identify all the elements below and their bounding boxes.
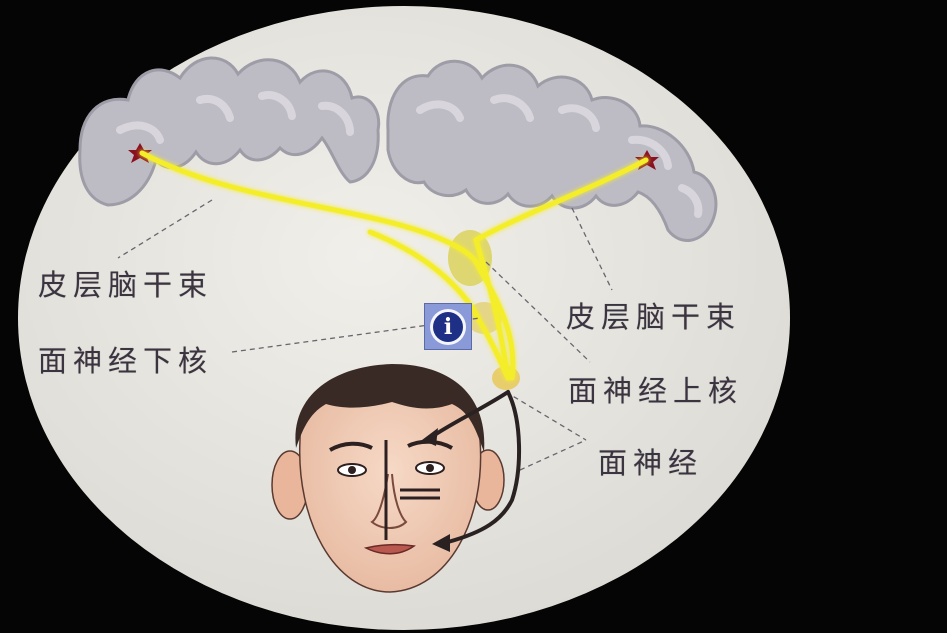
label-lower-facial-nucleus: 面神经下核 [38, 338, 213, 380]
label-facial-nerve: 面神经 [598, 440, 703, 482]
info-icon-ring: i [430, 309, 466, 345]
info-icon: i [433, 312, 463, 342]
label-upper-facial-nucleus: 面神经上核 [568, 368, 743, 410]
label-right-corticobulbar-tract: 皮层脑干束 [566, 294, 741, 336]
info-button[interactable]: i [424, 303, 472, 350]
label-left-corticobulbar-tract: 皮层脑干束 [38, 262, 213, 304]
